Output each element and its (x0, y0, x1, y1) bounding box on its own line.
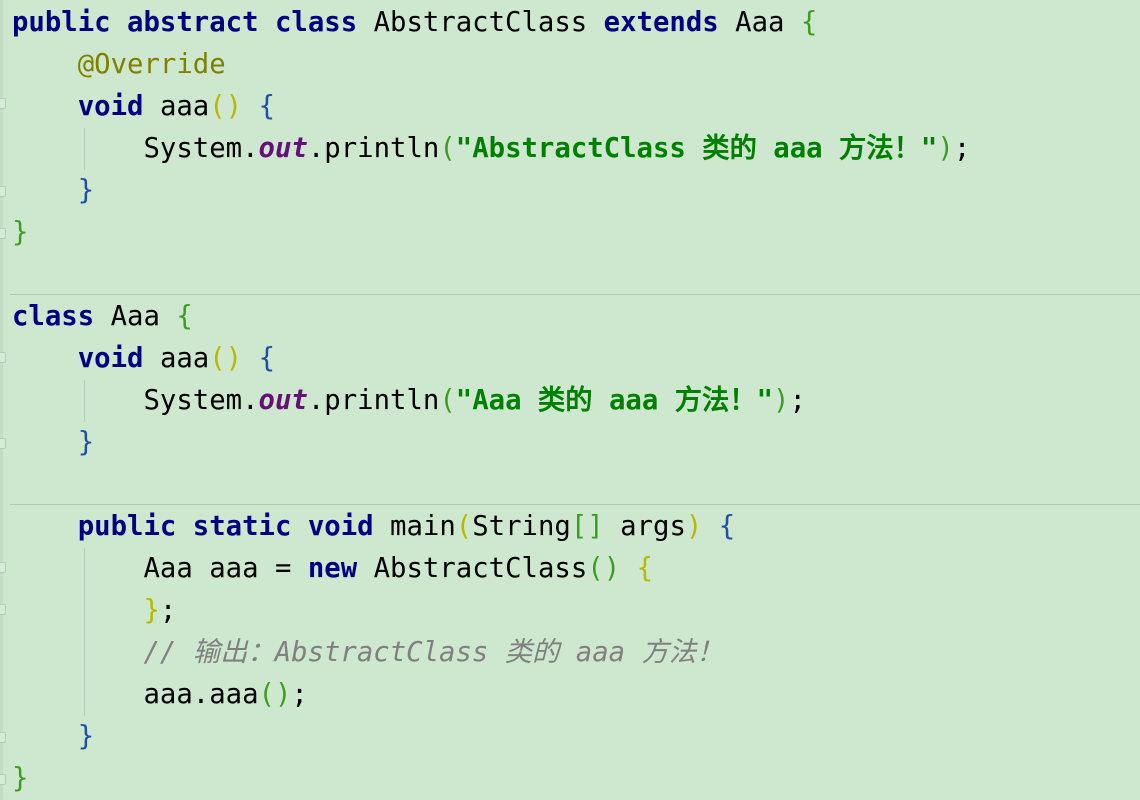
keyword-class: class (12, 301, 95, 332)
parens: () (258, 679, 292, 710)
constructor-name: AbstractClass (373, 553, 588, 584)
param-type: String (472, 511, 571, 542)
string-literal: "Aaa 类的 aaa 方法！" (455, 385, 774, 416)
open-brace: { (258, 91, 275, 122)
code-line-9[interactable]: System.out.println("Aaa 类的 aaa 方法！"); (12, 380, 806, 422)
code-line-11[interactable]: public static void main(String[] args) { (12, 506, 735, 548)
open-paren: ( (439, 385, 456, 416)
indent-guide (84, 380, 85, 422)
open-paren: ( (439, 133, 456, 164)
superclass-name: Aaa (735, 7, 785, 38)
fold-marker-icon[interactable] (0, 732, 6, 743)
open-paren: ( (455, 511, 473, 542)
method-call: .println (307, 133, 440, 164)
keyword-public: public (77, 511, 177, 542)
method-name: aaa (159, 91, 210, 122)
code-line-1[interactable]: public abstract class AbstractClass exte… (12, 2, 817, 44)
code-line-3[interactable]: void aaa() { (12, 86, 275, 128)
code-line-5[interactable]: } (12, 170, 94, 212)
code-line-2[interactable]: @Override (12, 44, 226, 86)
fold-marker-icon[interactable] (0, 186, 6, 197)
keyword-abstract: abstract (127, 7, 259, 38)
code-line-4[interactable]: System.out.println("AbstractClass 类的 aaa… (12, 128, 970, 170)
open-brace: { (258, 343, 275, 374)
semicolon: ; (159, 595, 177, 626)
code-line-8[interactable]: void aaa() { (12, 338, 275, 380)
string-literal: "AbstractClass 类的 aaa 方法！" (455, 133, 938, 164)
close-paren: ) (937, 133, 954, 164)
code-line-10[interactable]: } (12, 422, 94, 464)
fold-marker-icon[interactable] (0, 562, 6, 573)
keyword-void: void (77, 343, 144, 374)
keyword-static: static (192, 511, 292, 542)
close-brace: } (77, 427, 95, 458)
variable-type: Aaa (143, 553, 193, 584)
open-brace: { (176, 301, 193, 332)
static-field: out (258, 133, 308, 164)
code-line-6[interactable]: } (12, 212, 28, 254)
close-brace: } (12, 217, 29, 248)
line-comment: // 输出：AbstractClass 类的 aaa 方法！ (143, 637, 724, 668)
close-brace: } (77, 721, 95, 752)
fold-marker-icon[interactable] (0, 352, 6, 363)
fold-marker-icon[interactable] (0, 98, 6, 109)
indent-guide (84, 548, 85, 716)
fold-marker-icon[interactable] (0, 438, 6, 449)
semicolon: ; (789, 385, 806, 416)
static-field: out (258, 385, 308, 416)
semicolon: ; (953, 133, 971, 164)
param-name: args (620, 511, 686, 542)
semicolon: ; (291, 679, 308, 710)
close-paren: ) (685, 511, 703, 542)
fold-marker-icon[interactable] (0, 604, 6, 615)
code-line-7[interactable]: class Aaa { (12, 296, 193, 338)
keyword-void: void (307, 511, 374, 542)
class-name: Aaa (110, 301, 160, 332)
open-brace: { (800, 7, 818, 38)
variable-name: aaa (209, 553, 259, 584)
fold-marker-icon[interactable] (0, 228, 6, 239)
code-line-17[interactable]: } (12, 758, 28, 800)
code-line-16[interactable]: } (12, 716, 94, 758)
class-name: AbstractClass (373, 7, 588, 38)
close-paren: ) (773, 385, 790, 416)
method-separator (10, 294, 1140, 295)
method-name: aaa (159, 343, 210, 374)
code-line-14[interactable]: // 输出：AbstractClass 类的 aaa 方法！ (12, 632, 723, 674)
open-brace: { (636, 553, 654, 584)
code-line-15[interactable]: aaa.aaa(); (12, 674, 308, 716)
code-line-12[interactable]: Aaa aaa = new AbstractClass() { (12, 548, 653, 590)
method-name: main (390, 511, 456, 542)
close-brace: } (12, 763, 29, 794)
array-brackets: [] (570, 511, 604, 542)
code-line-13[interactable]: }; (12, 590, 176, 632)
annotation: @Override (77, 49, 226, 80)
method-call: .println (307, 385, 440, 416)
call-target: System. (143, 133, 259, 164)
keyword-class: class (274, 7, 358, 38)
keyword-public: public (12, 7, 111, 38)
keyword-extends: extends (603, 7, 719, 38)
method-call: aaa.aaa (143, 679, 259, 710)
parens: () (209, 343, 243, 374)
indent-guide (84, 128, 85, 170)
gutter (0, 0, 3, 800)
fold-marker-icon[interactable] (0, 774, 6, 785)
open-brace: { (718, 511, 736, 542)
keyword-void: void (77, 91, 144, 122)
assign-operator: = (274, 553, 292, 584)
close-brace: } (143, 595, 160, 626)
call-target: System. (143, 385, 259, 416)
method-separator (10, 504, 1140, 505)
close-brace: } (77, 175, 95, 206)
keyword-new: new (307, 553, 358, 584)
parens: () (209, 91, 243, 122)
parens: () (587, 553, 621, 584)
